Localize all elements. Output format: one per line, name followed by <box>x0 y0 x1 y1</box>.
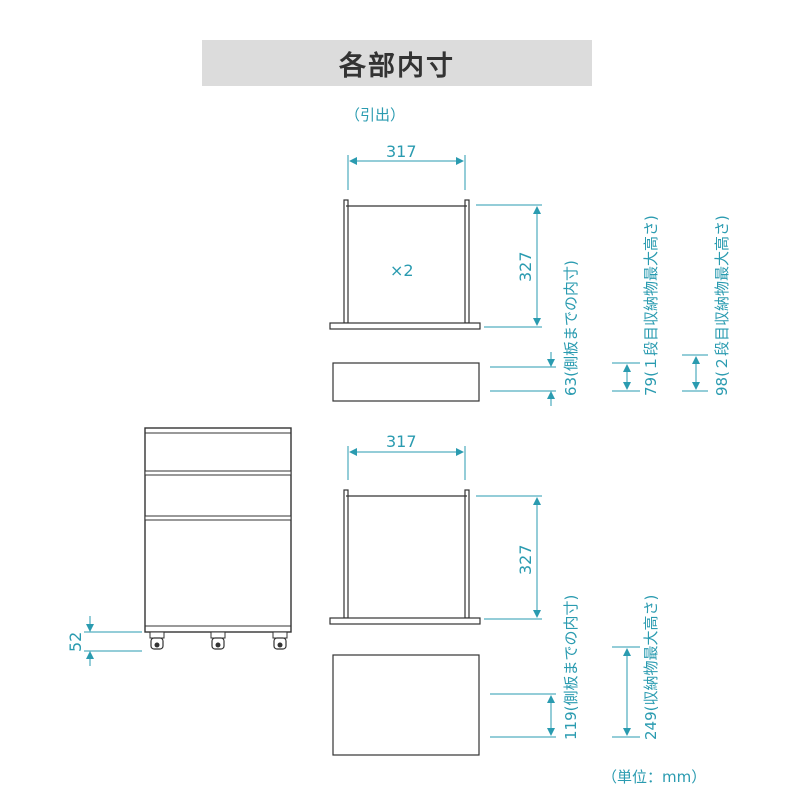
upper-count-label: ×2 <box>390 261 414 280</box>
upper-width-dimension <box>347 155 466 190</box>
lower-depth-dimension <box>476 495 542 620</box>
cabinet-front-view <box>144 427 292 633</box>
lower-max-height-label: 249(収納物最大高さ) <box>642 595 660 740</box>
upper-side-height-label: 63(側板までの内寸) <box>562 260 580 396</box>
lower-width-dimension <box>347 446 466 480</box>
caster-height-dimension <box>84 616 142 666</box>
page-title: 各部内寸 <box>339 50 455 82</box>
caster-left <box>149 631 165 650</box>
upper-side-height-dimension <box>490 352 556 406</box>
caster-right <box>272 631 288 650</box>
upper-drawer-front-view <box>332 362 480 402</box>
h1-dimension <box>612 362 640 392</box>
lower-side-height-dimension <box>490 693 556 738</box>
upper-depth-label: 327 <box>516 251 535 282</box>
caster-center <box>210 631 226 650</box>
h2-label: 98(２段目収納物最大高さ) <box>713 215 731 396</box>
lower-depth-label: 327 <box>516 544 535 575</box>
title-bar: 各部内寸 <box>202 40 592 86</box>
upper-drawer-top-view <box>329 199 481 330</box>
h1-label: 79(１段目収納物最大高さ) <box>642 215 660 396</box>
lower-drawer-front-view <box>332 654 480 756</box>
h2-dimension <box>682 354 708 392</box>
upper-width-label: 317 <box>386 142 417 161</box>
lower-drawer-top-view <box>329 489 481 625</box>
caster-height-label: 52 <box>66 632 85 652</box>
upper-depth-dimension <box>476 204 542 328</box>
lower-max-height-dimension <box>612 646 640 738</box>
lower-side-height-label: 119(側板までの内寸) <box>562 595 580 740</box>
drawer-label: （引出） <box>345 106 406 124</box>
unit-label: （単位：mm） <box>602 768 707 786</box>
lower-width-label: 317 <box>386 432 417 451</box>
